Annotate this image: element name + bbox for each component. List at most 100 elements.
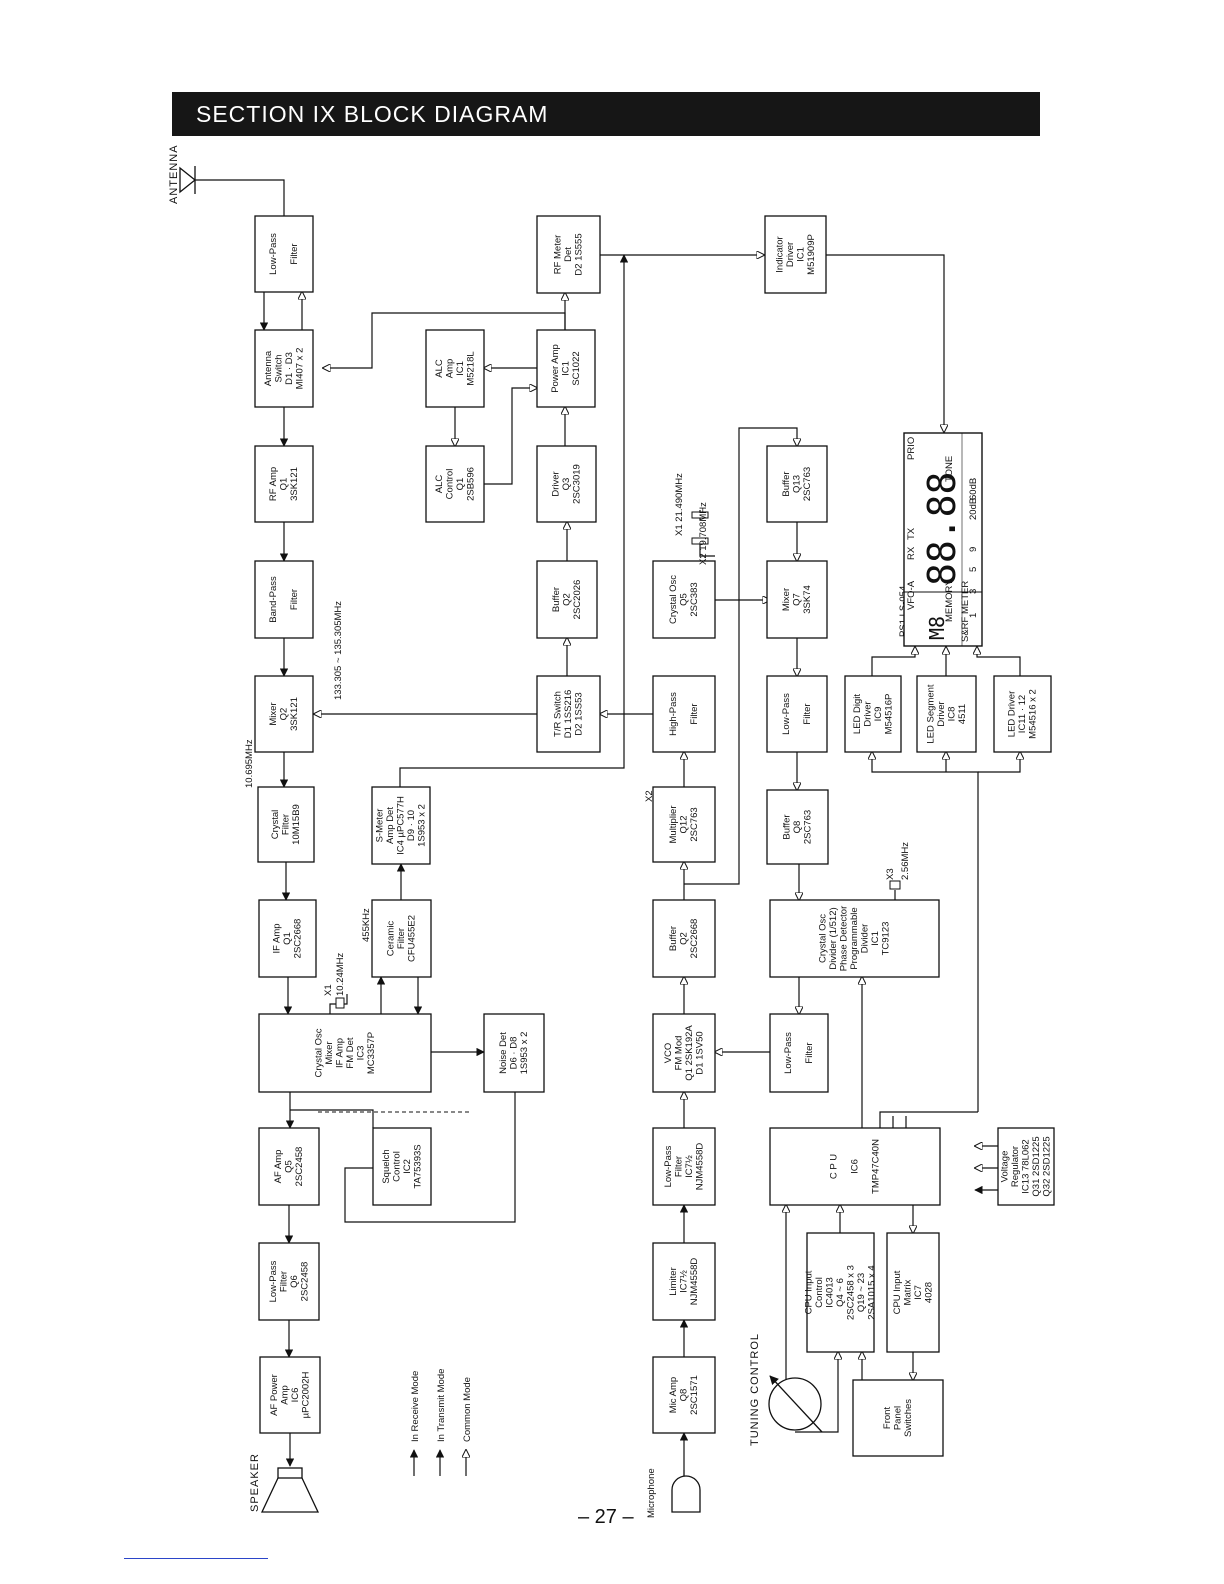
- block-box: [652, 899, 716, 978]
- block-label-line: VCO: [663, 1043, 674, 1064]
- io-labels: ANTENNA SPEAKER Microphone TUNING CONTRO…: [168, 144, 761, 1518]
- block-label-line: Det: [563, 247, 574, 262]
- block-label-line: Q31 2SD1225: [1031, 1136, 1042, 1196]
- block-label-line: Q2: [279, 708, 290, 721]
- block-label-line: Q19 ~ 23: [856, 1273, 867, 1312]
- block-label-line: Buffer: [781, 471, 792, 496]
- block-label-line: Regulator: [1010, 1146, 1021, 1187]
- block-label-line: 1S953 x 2: [417, 804, 428, 847]
- block-box: [254, 215, 314, 293]
- block-label-line: IC4 µPC577H: [396, 796, 407, 855]
- display-scale-label: 1: [968, 613, 979, 618]
- block-label-line: D9 · 10: [406, 810, 417, 841]
- block-label-line: Q7: [792, 593, 803, 606]
- block-label-line: Low-Pass: [783, 1032, 794, 1074]
- block-label-line: Driver: [785, 242, 796, 267]
- block-label-line: 2SC2458 x 3: [846, 1265, 857, 1320]
- block-label-line: SC1022: [571, 351, 582, 385]
- block-label-line: Q8: [679, 1389, 690, 1402]
- block-box: [254, 560, 314, 639]
- tuning-knob-icon[interactable]: [768, 1375, 823, 1433]
- second-if-note: 455KHz: [361, 908, 372, 942]
- display-digits: 88.88: [920, 472, 964, 586]
- antenna-icon: [179, 166, 197, 194]
- block-box: [916, 675, 977, 753]
- block-label-line: D1 · D3: [284, 352, 295, 385]
- legend-transmit: In Transmit Mode: [436, 1369, 447, 1442]
- block-label-line: D6 · D8: [509, 1037, 520, 1070]
- block-label-line: Mixer: [268, 702, 279, 725]
- block-box: [997, 1127, 1055, 1206]
- block-box: [764, 215, 827, 294]
- block-label-line: Driver: [862, 701, 873, 726]
- block-label-line: Control: [814, 1277, 825, 1308]
- block-label-line: Filter: [689, 703, 700, 724]
- block-label-line: Power Amp: [550, 344, 561, 393]
- block-label-line: Filter: [278, 1271, 289, 1292]
- block-label-line: Q32 2SD1225: [1042, 1136, 1053, 1196]
- block-label-line: ALC: [434, 359, 445, 378]
- block-label-line: D1 1SV50: [694, 1031, 705, 1074]
- block-box: [769, 1013, 829, 1093]
- block-box: [258, 899, 317, 978]
- block-box: [769, 899, 940, 978]
- x2-osc-note: X2 19.708MHz: [698, 502, 709, 565]
- display-scale-label: 60dB: [968, 478, 979, 500]
- block-label-line: T/R Switch: [553, 691, 564, 737]
- block-label-line: Filter: [802, 703, 813, 724]
- block-box: [652, 560, 716, 639]
- led-display: VFO-A RX TX PRIO TONE MEMORY S&RF METER …: [903, 432, 983, 647]
- block-label-line: Driver: [551, 471, 562, 496]
- block-lpf-pll: Low-Pass Filter: [769, 1013, 829, 1093]
- block-box: [844, 675, 902, 753]
- block-label-line: Filter: [673, 1156, 684, 1177]
- display-scale-label: 20dB: [968, 498, 979, 520]
- block-label-line: Q2: [562, 593, 573, 606]
- block-label-line: Buffer: [782, 814, 793, 839]
- block-label-line: Q8: [792, 821, 803, 834]
- block-label-line: 4028: [923, 1282, 934, 1303]
- block-label-line: Crystal: [270, 810, 281, 840]
- block-label-line: CPU Input: [804, 1270, 815, 1314]
- block-box: [652, 1127, 716, 1206]
- block-label-line: 3SK74: [802, 585, 813, 614]
- display-vfo-tag: VFO-A: [906, 580, 917, 610]
- block-label-line: Switches: [903, 1399, 914, 1437]
- block-label-line: Driver: [936, 701, 947, 726]
- block-label-line: IC1: [455, 361, 466, 376]
- block-label-line: Q4 ~ 6: [835, 1278, 846, 1307]
- block-label-line: Filter: [289, 589, 300, 610]
- block-label-line: Filter: [804, 1042, 815, 1063]
- block-label-line: M5218L: [465, 351, 476, 385]
- block-box: [806, 1232, 875, 1353]
- footer-rule: [124, 1558, 268, 1559]
- block-label-line: Low-Pass: [268, 1260, 279, 1302]
- block-box: [258, 1242, 320, 1321]
- block-box: [766, 445, 828, 523]
- block-box: [993, 675, 1052, 753]
- block-box: [886, 1232, 940, 1353]
- block-label-line: Switch: [273, 355, 284, 383]
- block-label-line: Q1 2SK192A: [684, 1025, 695, 1081]
- block-label-line: NJM4558D: [689, 1258, 700, 1306]
- block-box: [652, 786, 716, 863]
- legend-receive: In Receive Mode: [410, 1371, 421, 1442]
- block-label-line: D2 1SS53: [574, 692, 585, 735]
- block-label-line: Q5: [679, 593, 690, 606]
- display-rx-tag: RX: [906, 546, 917, 560]
- block-label-line: Q12: [679, 816, 690, 834]
